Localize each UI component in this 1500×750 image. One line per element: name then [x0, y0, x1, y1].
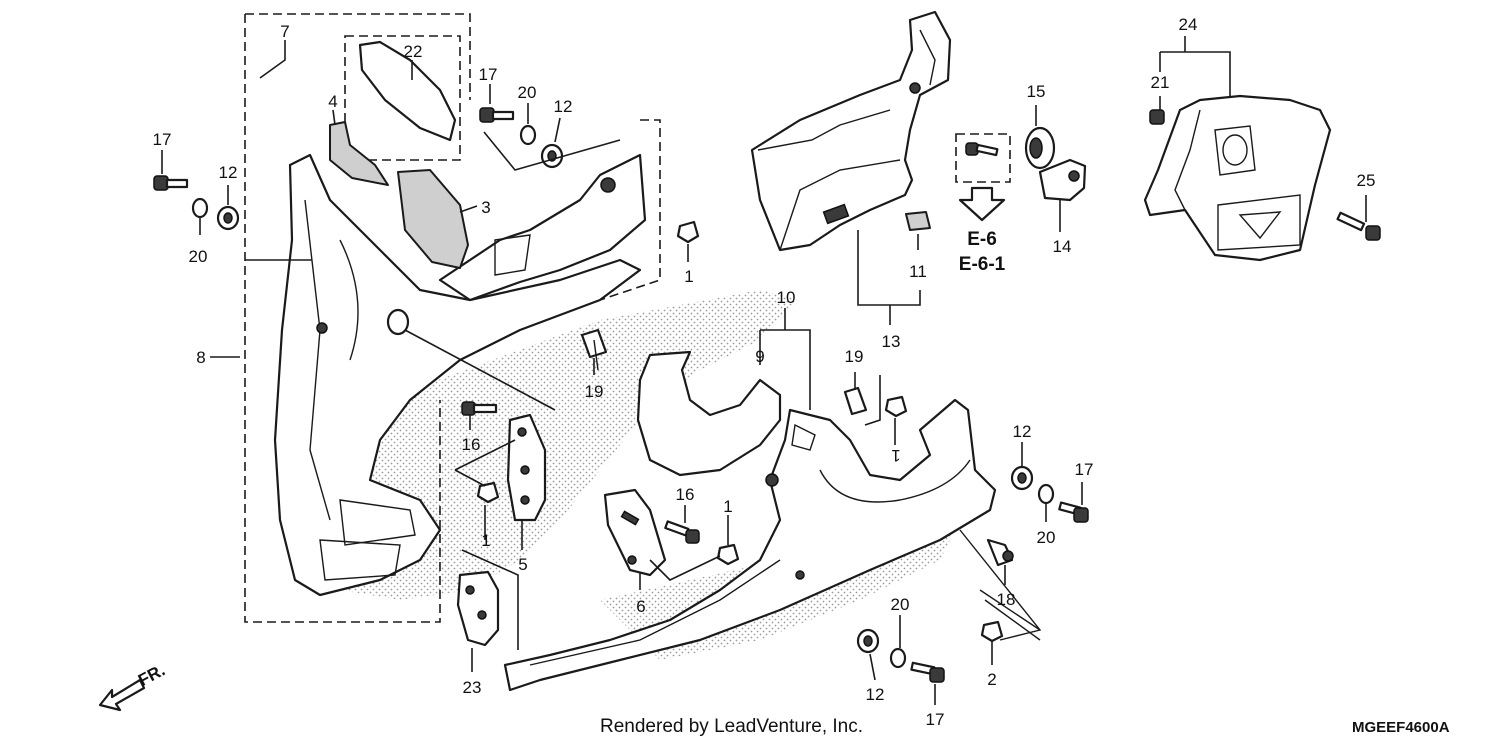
front-lower-cowl — [273, 153, 642, 597]
callout-12-a: 12 — [219, 163, 238, 182]
callout-13: 13 — [882, 332, 901, 351]
callout-11: 11 — [909, 262, 927, 281]
callout-20-a: 20 — [189, 247, 208, 266]
pad-3 — [397, 169, 469, 269]
callout-20-b: 20 — [518, 83, 537, 102]
callout-20-d: 20 — [891, 595, 910, 614]
callout-14: 14 — [1053, 237, 1072, 256]
side-cover-24 — [1143, 94, 1332, 262]
callout-12-c: 12 — [1013, 422, 1032, 441]
grommet-left — [386, 308, 556, 411]
callout-10: 10 — [777, 288, 796, 307]
inner-panel-9 — [636, 350, 782, 477]
nut-1-right — [716, 543, 740, 566]
callout-1-d: 1 — [723, 497, 732, 516]
clip-19-left — [580, 328, 608, 371]
group-frame-7-8 — [244, 13, 471, 623]
callout-4: 4 — [328, 92, 337, 111]
fastener-set-bottom — [856, 628, 945, 683]
bolt-21 — [1149, 109, 1165, 125]
group-frame-e6 — [955, 133, 1011, 183]
callout-1-c: 1 — [481, 531, 490, 550]
callout-5: 5 — [518, 555, 527, 574]
nut-1-left — [476, 481, 500, 504]
group-frame-22 — [344, 35, 461, 161]
callout-22: 22 — [404, 42, 423, 61]
diagram-code: MGEEF4600A — [1352, 719, 1450, 736]
bracket-6 — [603, 488, 667, 577]
grommet-15 — [1024, 126, 1056, 170]
callout-17-a: 17 — [153, 130, 172, 149]
callout-labels: 7 22 4 3 17 20 12 8 17 20 12 1 19 10 9 1… — [153, 15, 1376, 729]
callout-21: 21 — [1151, 73, 1170, 92]
callout-12-b: 12 — [554, 97, 573, 116]
callout-12-d: 12 — [866, 685, 885, 704]
callout-17-b: 17 — [479, 65, 498, 84]
callout-9: 9 — [755, 347, 764, 366]
bolt-16-left — [461, 401, 498, 416]
render-credit: Rendered by LeadVenture, Inc. — [600, 716, 863, 737]
fastener-set-top — [479, 107, 621, 171]
callout-19-b: 19 — [845, 347, 864, 366]
callout-25: 25 — [1357, 171, 1376, 190]
callout-17-d: 17 — [926, 710, 945, 729]
under-cowl-10 — [503, 398, 1042, 692]
callout-16-a: 16 — [462, 435, 481, 454]
screw-18 — [986, 538, 1014, 567]
reference-e6-1: E-6-1 — [959, 254, 1006, 275]
bolt-25 — [1336, 211, 1381, 241]
reference-arrow — [958, 186, 1006, 222]
bracket-5 — [506, 413, 547, 522]
clip-19-right — [843, 386, 868, 416]
trim-panel-22 — [358, 40, 457, 142]
seal-11 — [905, 211, 931, 231]
callout-1-a: 1 — [684, 267, 693, 286]
reference-bolt — [965, 142, 999, 157]
callout-3: 3 — [481, 198, 490, 217]
fastener-set-right — [1010, 465, 1089, 523]
callout-18: 18 — [997, 590, 1016, 609]
nut-2 — [980, 620, 1004, 643]
bracket-14 — [1038, 158, 1087, 202]
front-direction-indicator: FR. — [98, 660, 168, 712]
clip-1-upper — [676, 220, 700, 244]
callout-8: 8 — [196, 348, 205, 367]
leader-lines — [161, 36, 1367, 705]
bracket-23 — [456, 570, 500, 647]
callout-15: 15 — [1027, 82, 1046, 101]
callout-7: 7 — [280, 22, 289, 41]
callout-6: 6 — [636, 597, 645, 616]
callout-24: 24 — [1179, 15, 1198, 34]
nut-1-mid — [884, 395, 908, 418]
inner-panel-frame — [438, 119, 661, 302]
callout-1-b: 1 — [891, 446, 900, 465]
frame-edge-right — [979, 589, 1041, 641]
bracket-4 — [329, 121, 389, 186]
callout-20-c: 20 — [1037, 528, 1056, 547]
callout-19-a: 19 — [585, 382, 604, 401]
callout-2: 2 — [987, 670, 996, 689]
bolt-16-right — [664, 520, 700, 544]
fastener-set-left — [153, 175, 240, 231]
air-duct-13 — [750, 10, 952, 252]
reference-e6: E-6 — [967, 229, 997, 250]
callout-17-c: 17 — [1075, 460, 1094, 479]
callout-16-b: 16 — [676, 485, 695, 504]
callout-23: 23 — [463, 678, 482, 697]
